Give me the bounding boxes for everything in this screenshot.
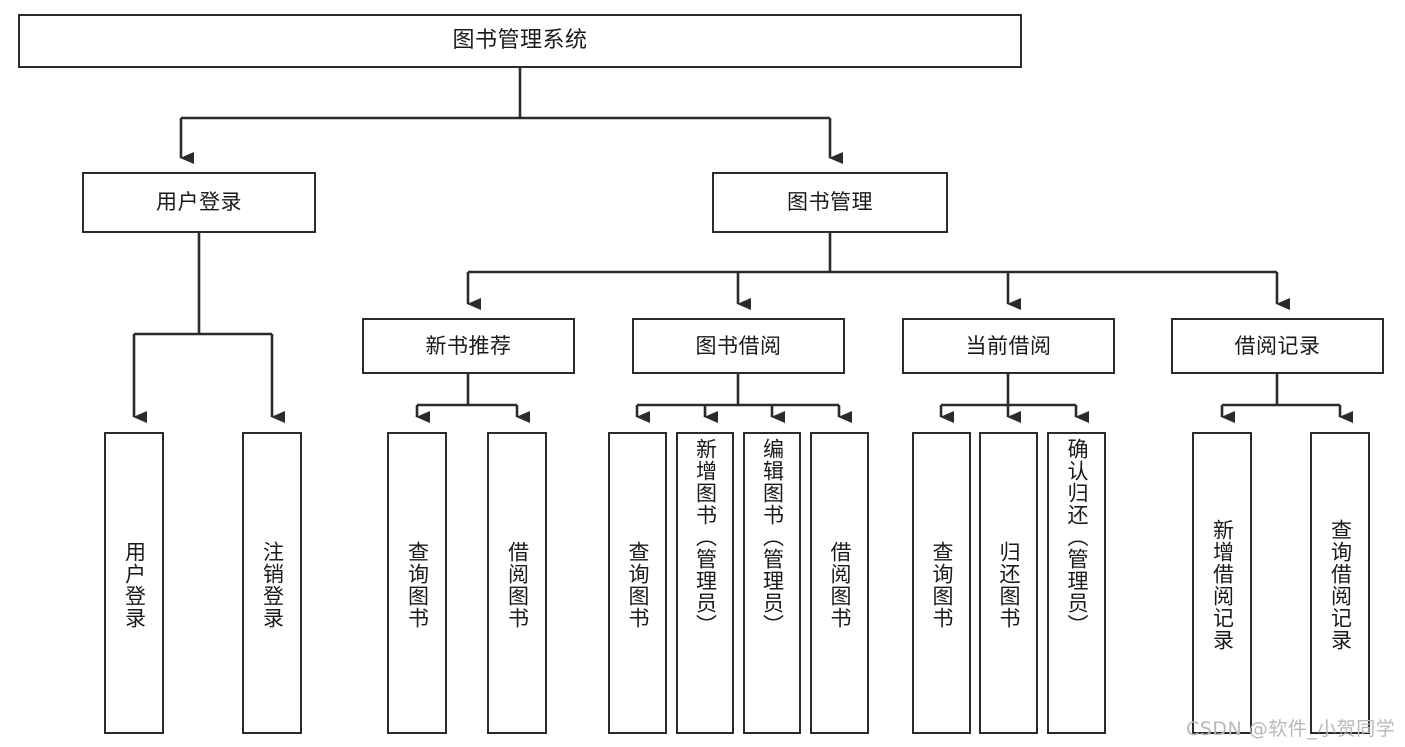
leaf-new-book-query-book[interactable]: 查询图书 bbox=[387, 432, 447, 734]
node-label: 当前借阅 bbox=[965, 333, 1052, 358]
leaf-borrow-record-query-record[interactable]: 查询借阅记录 bbox=[1310, 432, 1370, 734]
node-label: 新增借阅记录 bbox=[1210, 519, 1235, 651]
leaf-borrow-record-add-record[interactable]: 新增借阅记录 bbox=[1192, 432, 1252, 734]
node-label: 确认归还（管理员） bbox=[1064, 438, 1089, 636]
leaf-user-login-logout[interactable]: 注销登录 bbox=[242, 432, 302, 734]
node-book-borrow[interactable]: 图书借阅 bbox=[632, 318, 845, 374]
node-label: 图书管理 bbox=[787, 190, 873, 215]
node-current-borrow[interactable]: 当前借阅 bbox=[902, 318, 1115, 374]
node-borrow-record[interactable]: 借阅记录 bbox=[1171, 318, 1384, 374]
csdn-watermark: CSDN @软件_小贺同学 bbox=[1186, 718, 1396, 740]
node-label: 编辑图书（管理员） bbox=[760, 438, 785, 636]
node-label: 新增图书（管理员） bbox=[693, 438, 718, 636]
leaf-current-borrow-confirm-return-admin[interactable]: 确认归还（管理员） bbox=[1047, 432, 1106, 734]
node-label: 用户登录 bbox=[122, 541, 147, 629]
node-label: 查询图书 bbox=[625, 541, 650, 629]
leaf-user-login-login[interactable]: 用户登录 bbox=[104, 432, 164, 734]
leaf-new-book-borrow-book[interactable]: 借阅图书 bbox=[487, 432, 547, 734]
node-label: 借阅图书 bbox=[505, 541, 530, 629]
node-label: 借阅记录 bbox=[1234, 333, 1321, 358]
node-label: 注销登录 bbox=[260, 541, 285, 629]
node-label: 查询图书 bbox=[929, 541, 954, 629]
leaf-current-borrow-return-book[interactable]: 归还图书 bbox=[979, 432, 1038, 734]
node-label: 查询借阅记录 bbox=[1328, 519, 1353, 651]
leaf-book-borrow-add-book-admin[interactable]: 新增图书（管理员） bbox=[676, 432, 734, 734]
node-label: 图书管理系统 bbox=[452, 28, 588, 54]
leaf-current-borrow-query-book[interactable]: 查询图书 bbox=[912, 432, 971, 734]
leaf-book-borrow-borrow-book[interactable]: 借阅图书 bbox=[810, 432, 869, 734]
node-label: 借阅图书 bbox=[827, 541, 852, 629]
leaf-book-borrow-query-book[interactable]: 查询图书 bbox=[608, 432, 667, 734]
node-book-management[interactable]: 图书管理 bbox=[712, 172, 948, 233]
node-label: 用户登录 bbox=[156, 190, 242, 215]
node-root-book-management-system[interactable]: 图书管理系统 bbox=[18, 14, 1022, 68]
node-new-book-recommend[interactable]: 新书推荐 bbox=[362, 318, 575, 374]
node-label: 查询图书 bbox=[405, 541, 430, 629]
node-label: 归还图书 bbox=[996, 541, 1021, 629]
node-label: 图书借阅 bbox=[695, 333, 782, 358]
node-user-login[interactable]: 用户登录 bbox=[82, 172, 316, 233]
node-label: 新书推荐 bbox=[425, 333, 512, 358]
leaf-book-borrow-edit-book-admin[interactable]: 编辑图书（管理员） bbox=[743, 432, 801, 734]
